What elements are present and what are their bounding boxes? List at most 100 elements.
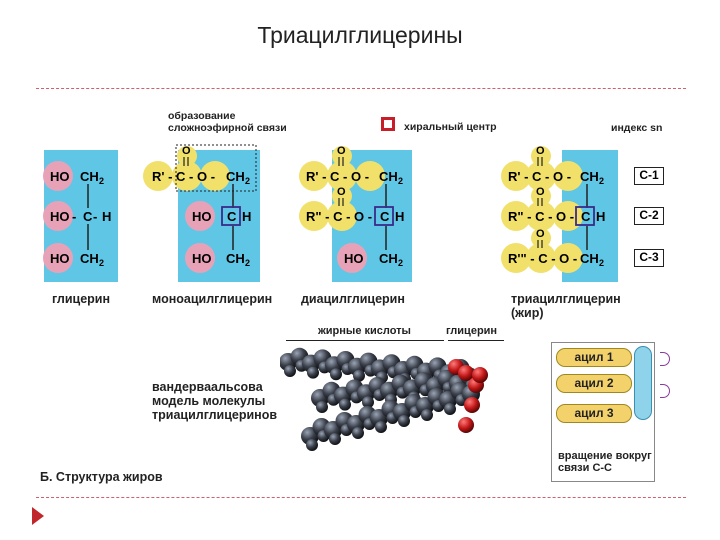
diacyl-name: диацилглицерин	[301, 292, 405, 306]
triacyl-row3-left: R'" - C - O -	[508, 251, 577, 266]
glycerol-row2-center: C	[83, 209, 93, 224]
diacyl-row1-left: R' - C - O -	[306, 169, 369, 184]
triacyl-name-fat: (жир)	[511, 306, 544, 320]
section-caption: Б. Структура жиров	[40, 470, 163, 484]
chiral-center-label: хиральный центр	[404, 121, 497, 133]
hydrogen-atom	[352, 427, 364, 439]
ester-bond-label-2: сложноэфирной связи	[168, 122, 287, 134]
diacyl-carbonyl-o-1: O	[337, 145, 346, 157]
hydrogen-atom	[330, 368, 342, 381]
monoacyl-name: моноацилглицерин	[152, 292, 273, 306]
vdw-label-2: модель молекулы	[152, 394, 266, 408]
rotation-arrow-1	[660, 352, 670, 366]
triacyl-row2-right: H	[596, 209, 605, 224]
diacyl-structure: O O R' - C - O - CH 2 R" - C - O - C H H…	[299, 145, 412, 282]
monoacyl-chiral-box	[221, 206, 241, 226]
hydrogen-atom	[353, 369, 365, 382]
triacyl-row1-center: CH	[580, 169, 599, 184]
monoacyl-row3-sub: 2	[245, 258, 250, 268]
acyl-3: ацил 3	[556, 404, 632, 423]
oxygen-atom	[464, 397, 480, 413]
monoacyl-row2-right: H	[242, 209, 251, 224]
acyl-1: ацил 1	[556, 348, 632, 367]
glycerol-row1-center: CH	[80, 169, 99, 184]
ester-bond-label-1: образование	[168, 110, 236, 122]
diacyl-carbonyl-o-2: O	[337, 186, 346, 198]
hydrogen-atom	[307, 366, 319, 379]
fatty-acids-label: жирные кислоты	[318, 325, 411, 337]
svg-text:-: -	[93, 209, 97, 224]
monoacyl-structure: O R' - C - O - CH 2 HO C H HO CH 2	[143, 144, 260, 282]
monoacyl-row3-center: CH	[226, 251, 245, 266]
monoacyl-row1-sub: 2	[245, 176, 250, 186]
ester-bond-box	[175, 144, 257, 192]
hydrogen-atom	[329, 433, 341, 445]
diacyl-row1-sub: 2	[398, 176, 403, 186]
triacyl-carbonyl-o-3: O	[536, 228, 545, 240]
diacyl-row2-left: R" - C - O -	[306, 209, 372, 224]
triacyl-row2-left: R" - C - O -	[508, 209, 574, 224]
rotation-label-1: вращение вокруг	[558, 450, 652, 462]
vdw-label-1: вандерваальсова	[152, 380, 263, 394]
diacyl-row3-left: HO	[344, 251, 364, 266]
triacyl-row2-center: C	[581, 209, 591, 224]
vdw-label-3: триацилглицеринов	[152, 408, 278, 422]
glycerol-model-label: глицерин	[446, 325, 498, 337]
hydrogen-atom	[421, 409, 433, 421]
hydrogen-atom	[306, 439, 318, 451]
triacyl-structure: O O O R' - C - O - CH 2 R" - C - O - C H…	[501, 145, 618, 282]
glycerol-row3-left: HO	[50, 251, 70, 266]
triacyl-carbonyl-o-2: O	[536, 186, 545, 198]
glycerol-row2-left: HO	[50, 209, 70, 224]
rotation-label-2: связи C-C	[558, 462, 612, 474]
hydrogen-atom	[444, 403, 456, 415]
sn-index-c2: C-2	[634, 207, 664, 225]
hydrogen-atom	[339, 398, 351, 411]
svg-text:-: -	[72, 209, 76, 224]
glycerol-structure: HO CH 2 HO - C - H HO CH 2	[43, 150, 118, 282]
triacyl-row3-center: CH	[580, 251, 599, 266]
structures-panel: HO CH 2 HO - C - H HO CH 2 O R' - C - O …	[43, 144, 618, 282]
glycerol-row1-sub: 2	[99, 176, 104, 186]
oxygen-atom	[458, 417, 474, 433]
bottom-divider	[36, 497, 686, 498]
monoacyl-row1-left: R' - C - O -	[152, 169, 215, 184]
hydrogen-atom	[375, 421, 387, 433]
diacyl-row3-center: CH	[379, 251, 398, 266]
diacyl-row3-sub: 2	[398, 258, 403, 268]
top-divider	[36, 88, 686, 89]
glycerol-row1-left: HO	[50, 169, 70, 184]
sn-index-c1: C-1	[634, 167, 664, 185]
hydrogen-atom	[398, 415, 410, 427]
diacyl-chiral-box	[374, 206, 394, 226]
diacyl-row2-center: C	[380, 209, 390, 224]
monoacyl-carbonyl-o: O	[182, 145, 191, 157]
triacyl-chiral-box	[575, 206, 595, 226]
glycerol-bracket	[448, 340, 504, 341]
monoacyl-row2-left: HO	[192, 209, 212, 224]
glycerol-row3-sub: 2	[99, 258, 104, 268]
acyl-2: ацил 2	[556, 374, 632, 393]
next-slide-arrow-icon[interactable]	[32, 507, 44, 525]
oxygen-atom	[458, 365, 474, 381]
triacyl-row1-left: R' - C - O -	[508, 169, 571, 184]
sn-index-c3: C-3	[634, 249, 664, 267]
monoacyl-row3-left: HO	[192, 251, 212, 266]
triacyl-carbonyl-o-1: O	[536, 145, 545, 157]
rotation-axis	[634, 346, 652, 420]
rotation-arrow-2	[660, 384, 670, 398]
hydrogen-atom	[362, 396, 374, 409]
hydrogen-atom	[284, 365, 296, 377]
glycerol-row2-right: H	[102, 209, 111, 224]
triacyl-row3-sub: 2	[599, 258, 604, 268]
glycerol-row3-center: CH	[80, 251, 99, 266]
glycerol-name: глицерин	[52, 292, 111, 306]
slide-title: Триацилглицерины	[257, 22, 463, 48]
monoacyl-row2-center: C	[227, 209, 237, 224]
diacyl-row2-right: H	[395, 209, 404, 224]
diacyl-row1-center: CH	[379, 169, 398, 184]
oxygen-atom	[472, 367, 488, 383]
triacyl-row1-sub: 2	[599, 176, 604, 186]
sn-index-label: индекс sn	[611, 122, 663, 134]
chiral-center-legend-icon	[381, 117, 395, 131]
